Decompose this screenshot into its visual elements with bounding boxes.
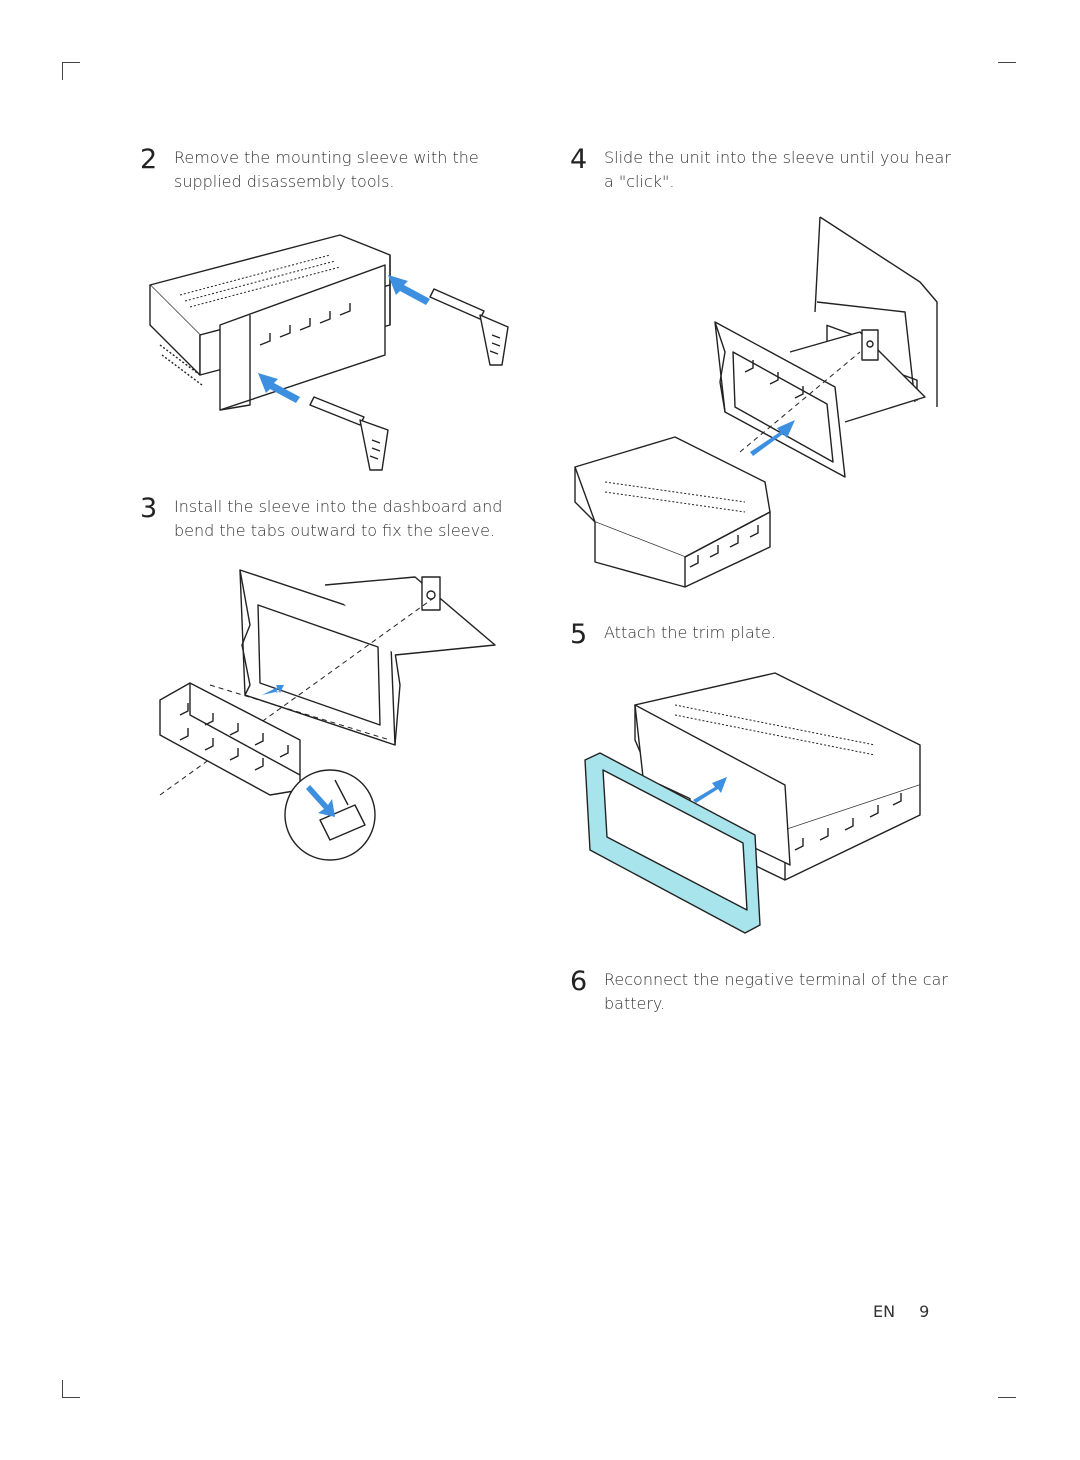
step-number: 4 [570, 144, 588, 175]
crop-mark-top-left-h [62, 62, 80, 63]
step-number: 2 [140, 144, 158, 175]
figure-install-sleeve [159, 569, 496, 861]
page-number: 9 [919, 1302, 930, 1321]
step-6: 6 Reconnect the negative terminal of the… [570, 968, 948, 1016]
crop-mark-top-left-v [62, 62, 63, 80]
crop-mark-bottom-left-h [62, 1397, 80, 1398]
step-text: Install the sleeve into the dashboard an… [174, 497, 503, 540]
step-text: Attach the trim plate. [604, 623, 776, 642]
step-3: 3 Install the sleeve into the dashboard … [140, 495, 502, 543]
step-text: Slide the unit into the sleeve until you… [604, 148, 951, 191]
page-footer: EN 9 [873, 1302, 929, 1321]
figure-remove-sleeve [149, 234, 509, 471]
step-text: Remove the mounting sleeve with the supp… [174, 148, 479, 191]
step-number: 3 [140, 493, 158, 524]
figure-slide-unit [574, 216, 938, 588]
figure-trim-plate [584, 672, 921, 934]
step-number: 6 [570, 966, 588, 997]
step-number: 5 [570, 619, 588, 650]
language-code: EN [873, 1302, 896, 1321]
crop-mark-bottom-left-v [62, 1380, 63, 1398]
step-5: 5 Attach the trim plate. [570, 621, 776, 649]
step-text: Reconnect the negative terminal of the c… [604, 970, 948, 1013]
crop-mark-bottom-right-h [998, 1397, 1016, 1398]
step-4: 4 Slide the unit into the sleeve until y… [570, 146, 951, 194]
step-2: 2 Remove the mounting sleeve with the su… [140, 146, 479, 194]
crop-mark-top-right-h [998, 62, 1016, 63]
